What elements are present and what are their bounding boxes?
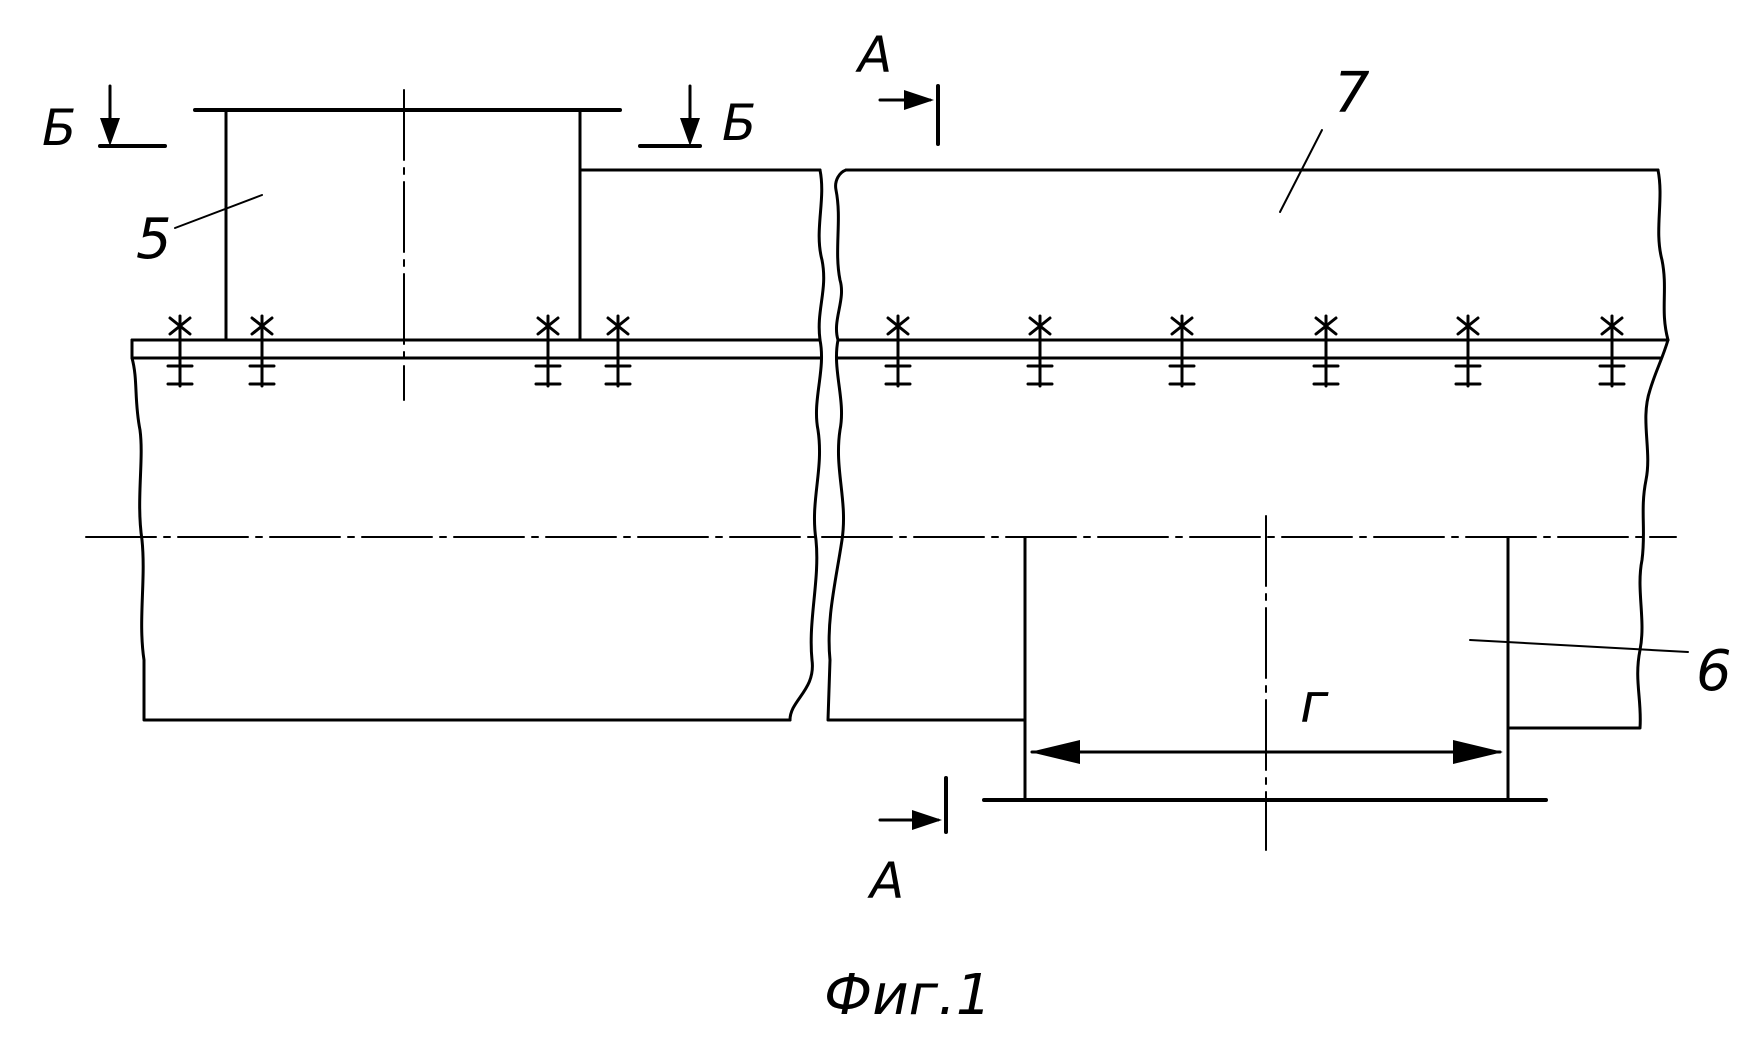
section-label-a-bottom: А xyxy=(867,852,904,910)
part-label-7: 7 xyxy=(1334,61,1370,126)
part-label-5: 5 xyxy=(136,207,172,272)
fastener-mark xyxy=(1170,316,1194,386)
section-mark-b-right xyxy=(640,86,700,146)
section-label-b-right: Б xyxy=(722,94,756,152)
section-label-a-top: А xyxy=(855,26,892,84)
fastener-mark xyxy=(1028,316,1052,386)
section-mark-a-bottom xyxy=(880,778,946,832)
fastener-mark xyxy=(1600,316,1624,386)
right-body xyxy=(828,340,1668,728)
fastener-mark xyxy=(1314,316,1338,386)
dimension-label: г xyxy=(1300,672,1329,735)
fastener-mark xyxy=(168,316,192,386)
left-body xyxy=(132,340,822,720)
fastener-mark xyxy=(886,316,910,386)
section-mark-b-left xyxy=(100,86,165,146)
fastener-mark xyxy=(250,316,274,386)
part-label-6: 6 xyxy=(1696,639,1732,704)
figure-caption: Фиг.1 xyxy=(824,963,991,1028)
part7-block xyxy=(836,130,1668,340)
fastener-mark xyxy=(1456,316,1480,386)
fastener-mark xyxy=(606,316,630,386)
fastener-mark xyxy=(536,316,560,386)
section-mark-a-top xyxy=(880,86,938,144)
section-label-b-left: Б xyxy=(42,99,76,157)
fastener-group xyxy=(168,316,1624,386)
